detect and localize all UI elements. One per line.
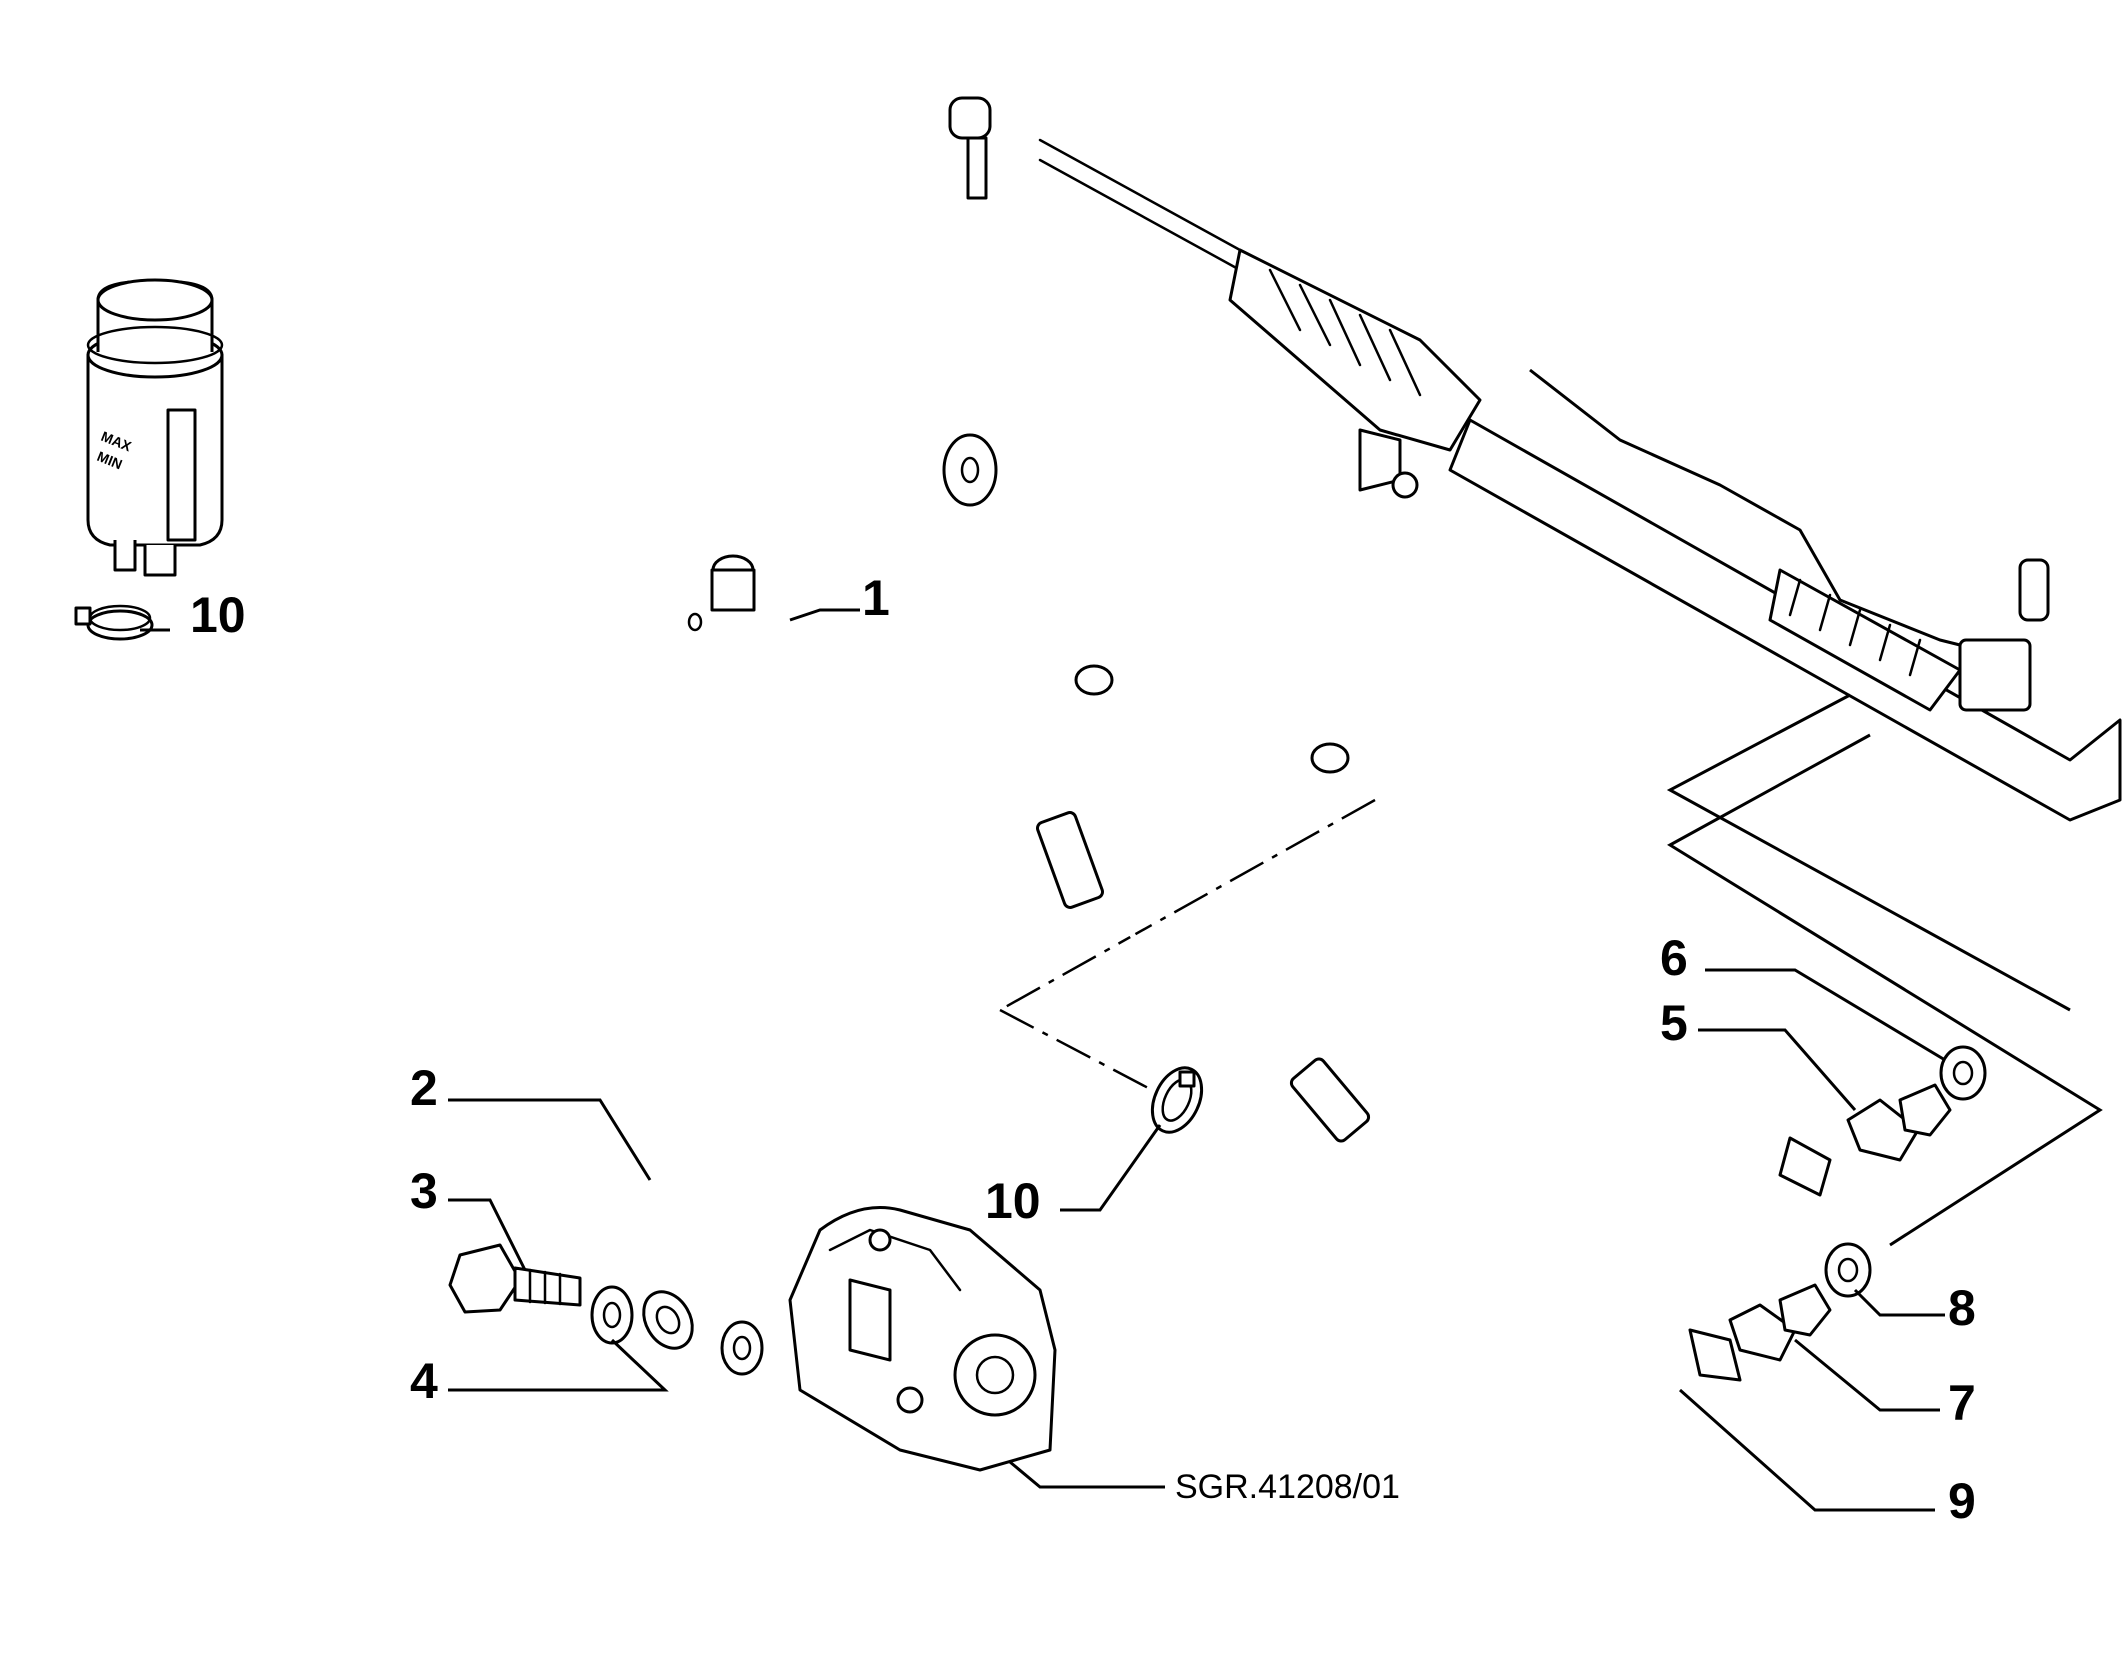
pressure-pipe-2: [627, 784, 1832, 1350]
feed-pipe-9: [1237, 1142, 1742, 1383]
callout-1: 1: [862, 570, 890, 626]
centerline-return: [999, 798, 1376, 1012]
callout-5: 5: [1660, 995, 1688, 1051]
power-steering-pump: [788, 1206, 1057, 1472]
steering-rack: [948, 96, 2122, 822]
sealing-washer-8: [1824, 1242, 1872, 1298]
return-hose-1: [272, 177, 1350, 774]
callout-10-mid: 10: [985, 1173, 1041, 1229]
sealing-washer-6: [1939, 1045, 1987, 1101]
callout-10-top: 10: [190, 587, 246, 643]
hose-clamp-mid: [1150, 1066, 1204, 1134]
hose-clamp-top: [74, 604, 154, 641]
union-fitting-7: [1728, 1283, 1832, 1362]
drawing-reference: SGR.41208/01: [1175, 1468, 1400, 1506]
union-fitting-5: [1846, 1083, 1952, 1162]
sealing-washer-4a: [590, 1285, 634, 1345]
callout-4: 4: [410, 1353, 438, 1409]
sealing-washer-4b: [720, 1320, 764, 1376]
rack-reference-lines: [1666, 693, 2103, 1247]
callout-7: 7: [1948, 1375, 1976, 1431]
callout-9: 9: [1948, 1473, 1976, 1529]
leader-lines: [140, 608, 1946, 1512]
callout-6: 6: [1660, 930, 1688, 986]
callout-3: 3: [410, 1163, 438, 1219]
banjo-bolt-3: [448, 1243, 582, 1314]
fluid-reservoir: MAX MIN: [86, 278, 224, 577]
callout-8: 8: [1948, 1280, 1976, 1336]
callout-2: 2: [410, 1060, 438, 1116]
